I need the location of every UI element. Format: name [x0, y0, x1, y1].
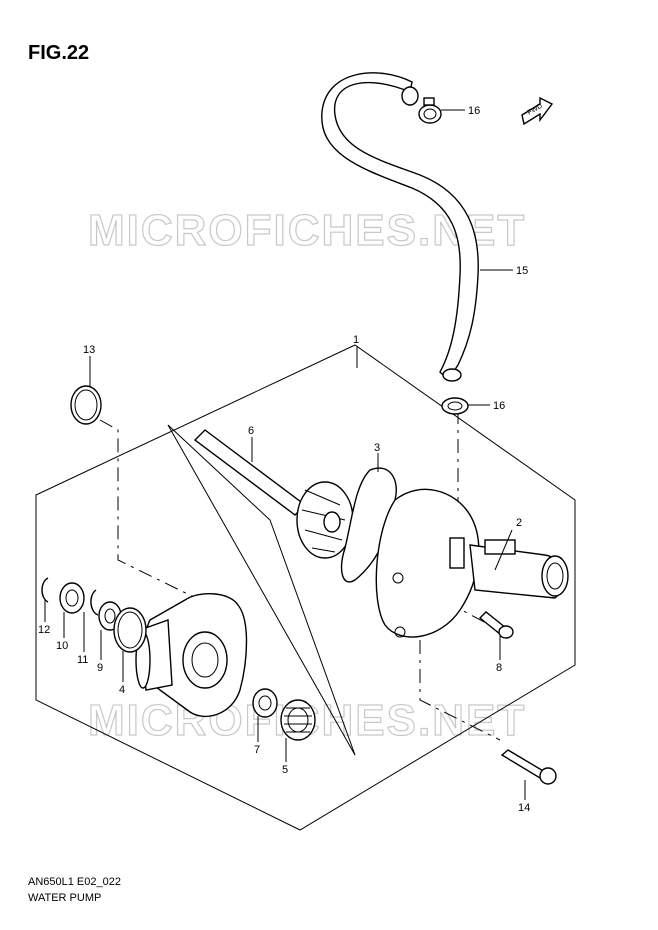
hose-clamp-lower [441, 397, 469, 415]
callout-7: 7 [254, 744, 260, 756]
callout-2: 2 [516, 517, 522, 529]
callout-16-lower: 16 [493, 400, 505, 412]
guide-line-bolt [419, 640, 501, 741]
diagram-code: AN650L1 E02_022 [28, 876, 121, 888]
bolt-14 [500, 749, 557, 785]
callout-10: 10 [56, 640, 68, 652]
gasket-3 [340, 467, 397, 583]
guide-line-screw [394, 574, 491, 626]
hose-clamp-upper [418, 97, 442, 124]
callout-5: 5 [282, 764, 288, 776]
o-ring-4-inner [117, 611, 143, 649]
shaft-axis-line [167, 424, 356, 756]
callout-9: 9 [97, 662, 103, 674]
oil-seal-7 [252, 688, 278, 718]
callout-14: 14 [518, 802, 530, 814]
o-ring-13 [70, 385, 102, 425]
mechanical-seal-5 [280, 699, 316, 741]
circlip-11 [90, 589, 99, 616]
guide-line-o-ring [99, 419, 201, 601]
bearing-10 [59, 582, 85, 614]
callout-3: 3 [374, 442, 380, 454]
callout-16-upper: 16 [468, 105, 480, 117]
figure-title: FIG.22 [28, 42, 90, 64]
hose-end-lower [442, 368, 462, 382]
callout-15: 15 [516, 265, 528, 277]
callout-12: 12 [38, 624, 50, 636]
fwd-arrow-icon: FWD [521, 96, 554, 126]
impeller-group-line [167, 424, 356, 756]
impeller-shaft [193, 429, 354, 559]
water-hose [321, 72, 479, 382]
callout-11: 11 [77, 654, 88, 666]
assembly-outline [35, 344, 576, 831]
circlip-12 [41, 577, 49, 603]
callout-13: 13 [83, 344, 95, 356]
pump-body-2 [375, 488, 569, 638]
callout-4: 4 [119, 684, 125, 696]
diagram-caption: WATER PUMP [28, 892, 102, 904]
callout-6: 6 [248, 425, 254, 437]
pump-housing [135, 593, 248, 717]
o-ring-4 [113, 607, 147, 653]
leader-2 [494, 529, 513, 571]
screw-8 [478, 611, 514, 639]
o-ring-13-inner [74, 389, 98, 421]
hose-end-upper [401, 86, 419, 106]
callout-1: 1 [353, 334, 359, 346]
callout-8: 8 [496, 662, 502, 674]
